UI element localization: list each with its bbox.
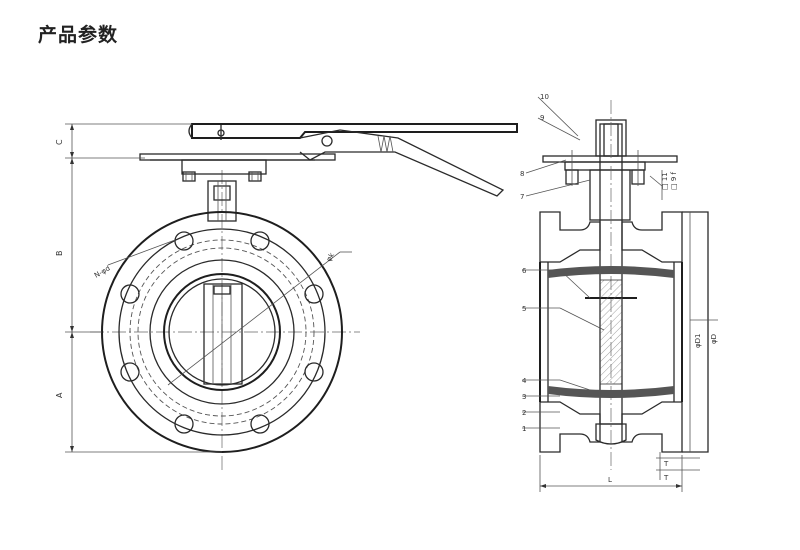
dim-length: L [608,476,612,484]
part-6-label: 6 [522,267,527,275]
handle-lever [188,123,518,197]
disc [203,283,243,385]
part-3-label: 3 [522,393,526,401]
page-title: 产品参数 [38,24,119,46]
dim-square: □ 11 [661,172,669,190]
dim-d1: φD1 [694,334,702,348]
part-9-label: 9 [540,114,544,122]
front-view [65,123,518,470]
part-10-label: 10 [540,93,549,101]
part-8-label: 8 [520,170,524,178]
dim-bolt-holes: N-φd [93,264,112,279]
dim-t2: T [663,474,669,482]
part-1-label: 1 [522,425,526,433]
dim-c: C [55,139,64,145]
dim-t: T [663,460,669,468]
dim-square2: □ 9 f [670,171,678,190]
bolt-holes [120,231,324,434]
section-view [522,96,718,492]
part-4-label: 4 [522,377,527,385]
dim-a: A [55,392,64,398]
dim-b: B [55,251,64,257]
top-plate [139,153,336,182]
dim-pcd: φk [325,251,337,263]
part-5-label: 5 [522,305,526,313]
dimension-lines [65,123,222,453]
dim-d: φD [710,334,718,344]
part-7-label: 7 [520,193,524,201]
part-2-label: 2 [522,409,526,417]
neck [207,180,237,222]
